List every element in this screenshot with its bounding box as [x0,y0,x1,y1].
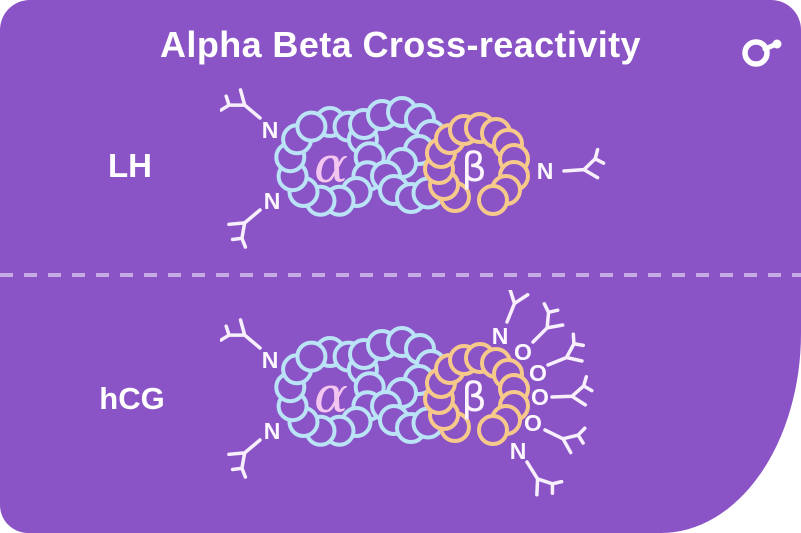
beta-subunit-label: β [461,145,487,191]
glycosylation-site-label: N [262,347,279,373]
alpha-subunit-label: α [314,136,348,194]
glycosylation-site-label: N [492,323,509,349]
hormone-label-lh: LH [108,147,152,184]
n-glycan-icon [560,147,607,182]
glycosylation-site-label: N [537,158,554,184]
glycosylation-site-label: N [264,418,281,444]
hcg-structure-diagram: α β N N N O O O O N [220,290,595,503]
section-divider [0,273,801,277]
glycosylation-site-label: O [529,360,547,386]
glycosylation-site-label: O [514,339,532,365]
o-glycan-icon [539,411,592,458]
alpha-subunit-label: α [314,366,348,424]
hormone-label-hcg: hCG [99,381,165,416]
alpha-subunit-chain [274,96,447,217]
glycosylation-site-label: N [510,438,527,464]
glycosylation-site-label: N [264,188,281,214]
glycosylation-site-label: N [262,117,279,143]
page-title: Alpha Beta Cross-reactivity [160,24,641,65]
lh-structure-diagram: α β N N N [220,83,607,253]
n-glycan-icon [220,313,268,365]
o-glycan-icon [539,330,591,376]
alpha-subunit-chain [274,326,447,447]
glycosylation-site-label: O [524,410,542,436]
o-glycan-icon [549,374,595,408]
osmosis-logo-icon [742,39,782,67]
n-glycan-icon [220,83,268,135]
beta-subunit-label: β [461,375,487,421]
n-glycan-icon [487,290,533,328]
glycosylation-site-label: O [531,384,549,410]
